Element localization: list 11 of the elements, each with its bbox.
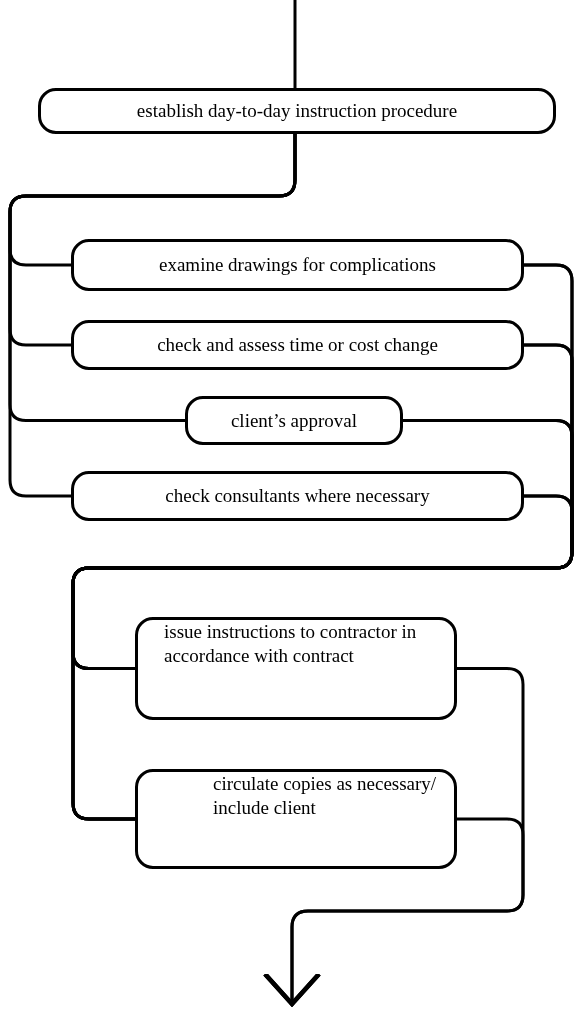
process-box: client’s approval (185, 396, 403, 445)
connector-line (262, 817, 525, 1007)
connector-line (8, 134, 297, 498)
connector-line (71, 494, 574, 821)
process-box: establish day-to-day instruction procedure (38, 88, 556, 134)
process-box: circulate copies as necessary/ include client (135, 769, 457, 869)
process-box: issue instructions to contractor in accordance with contract (135, 617, 457, 720)
connector-line (293, 0, 297, 88)
process-box: check consultants where necessary (71, 471, 524, 521)
process-box: examine drawings for complications (71, 239, 524, 291)
process-box: check and assess time or cost change (71, 320, 524, 370)
